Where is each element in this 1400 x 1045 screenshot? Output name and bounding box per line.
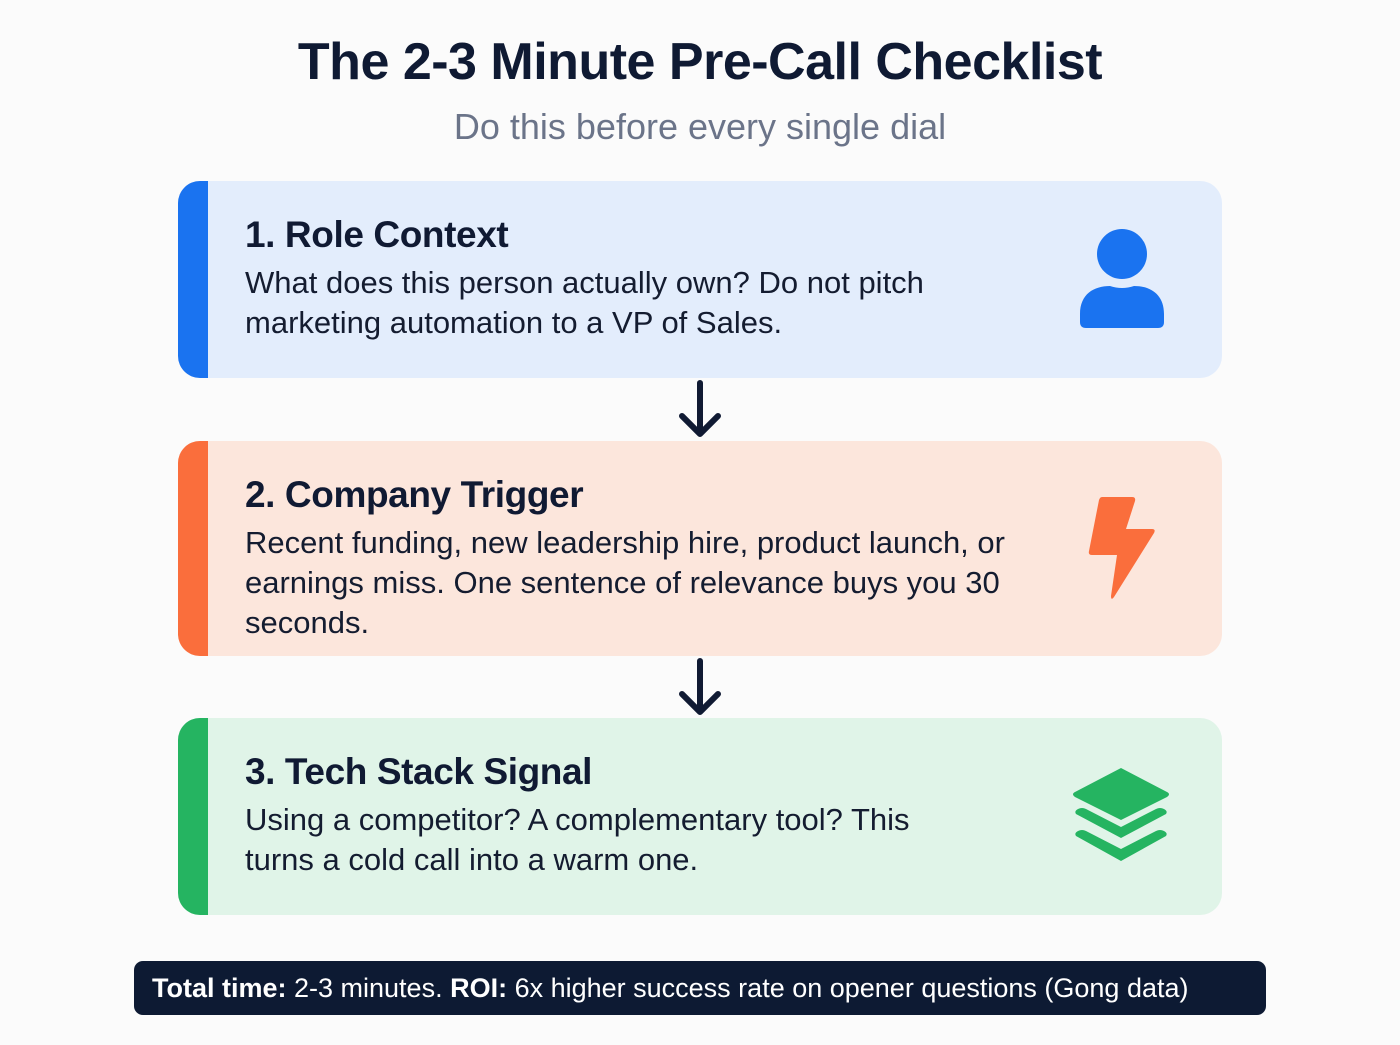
step-accent-bar (178, 441, 208, 656)
checklist-step-role-context: 1. Role Context What does this person ac… (178, 181, 1222, 378)
step-content: 3. Tech Stack Signal Using a competitor?… (245, 750, 1045, 880)
arrow-down-icon (676, 378, 724, 440)
arrow-down-icon (676, 656, 724, 718)
step-heading: 3. Tech Stack Signal (245, 751, 593, 792)
page-subtitle: Do this before every single dial (453, 106, 947, 147)
lightning-bolt-icon (1086, 493, 1158, 601)
checklist-step-company-trigger: 2. Company Trigger Recent funding, new l… (178, 441, 1222, 656)
step-accent-bar (178, 718, 208, 915)
step-content: 1. Role Context What does this person ac… (245, 213, 1045, 343)
total-time-label: Total time: (152, 973, 287, 1003)
total-time-value: 2-3 minutes. (286, 973, 451, 1003)
step-description: Recent funding, new leadership hire, pro… (245, 525, 1005, 640)
step-heading: 2. Company Trigger (245, 474, 584, 515)
roi-value: 6x higher success rate on opener questio… (507, 973, 1189, 1003)
step-heading: 1. Role Context (245, 214, 509, 255)
step-accent-bar (178, 181, 208, 378)
page-title: The 2-3 Minute Pre-Call Checklist (297, 33, 1103, 91)
roi-label: ROI: (450, 973, 508, 1003)
summary-banner: Total time: 2-3 minutes. ROI: 6x higher … (134, 961, 1266, 1015)
layers-stack-icon (1070, 766, 1172, 866)
step-description: What does this person actually own? Do n… (245, 265, 924, 340)
step-description: Using a competitor? A complementary tool… (245, 802, 910, 877)
checklist-step-tech-stack-signal: 3. Tech Stack Signal Using a competitor?… (178, 718, 1222, 915)
step-content: 2. Company Trigger Recent funding, new l… (245, 473, 1045, 643)
person-icon (1076, 228, 1168, 330)
